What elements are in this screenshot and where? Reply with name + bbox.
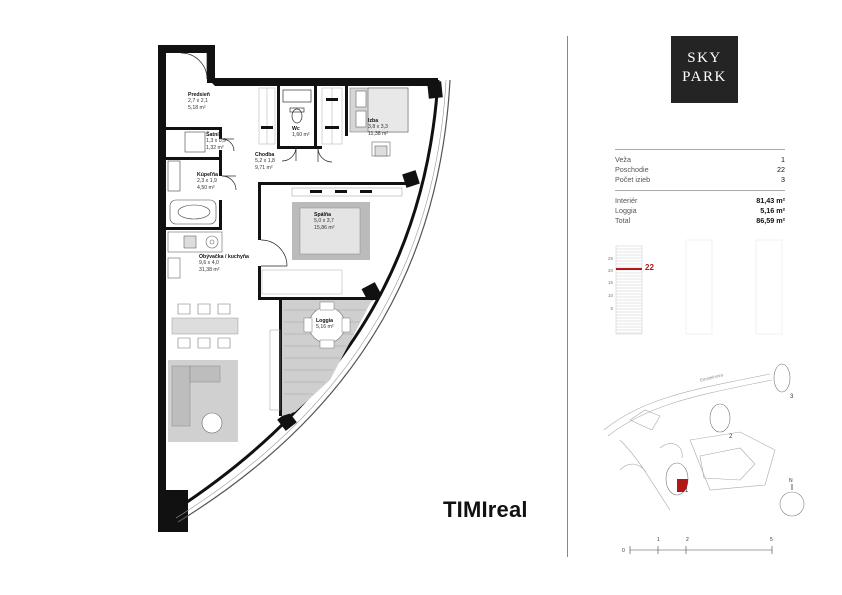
- dining-set: [171, 303, 239, 349]
- highlight-tower-unit: [677, 479, 689, 492]
- towers-footprints: [665, 363, 791, 496]
- scale-tick-5: 5: [770, 537, 773, 543]
- tower-axis-tick: 5: [610, 306, 613, 311]
- kitchen-fixtures: [167, 231, 223, 279]
- bathroom-fixtures: [167, 131, 217, 225]
- tower-label-3: 3: [790, 394, 794, 400]
- facade-outer: [177, 79, 451, 523]
- izba-bed: [349, 87, 409, 157]
- tower-axis-tick: 25: [607, 256, 613, 261]
- tower-axis-tick: 15: [607, 280, 613, 285]
- facade-glass: [175, 79, 447, 519]
- rule-middle: [615, 190, 785, 191]
- tower-1: [615, 245, 643, 335]
- living-set: [168, 329, 281, 442]
- scale-tick-0: 0: [622, 548, 625, 554]
- interior-walls: [166, 86, 408, 416]
- tower-axis-tick: 10: [607, 293, 613, 298]
- north-label: N: [789, 478, 793, 484]
- outer-walls: [158, 45, 438, 532]
- skypark-logo: SKY PARK: [671, 36, 738, 103]
- highlight-floor-label: 22: [645, 263, 654, 272]
- tower-3: [755, 239, 783, 335]
- wardrobes: [258, 87, 343, 295]
- loggia: [282, 300, 372, 416]
- divider: [567, 36, 568, 557]
- wardrobe-hangers: [261, 98, 339, 129]
- scale-tick-2: 2: [686, 537, 689, 543]
- brand-logo-text: TIMIreal: [443, 497, 528, 522]
- scale-tick-1: 1: [657, 537, 660, 543]
- tower-label-1: 1: [685, 488, 689, 494]
- spalna-bed: [291, 187, 403, 260]
- doors: [180, 52, 333, 267]
- highlight-floor-bar: [616, 268, 642, 270]
- rule-top: [615, 149, 785, 150]
- tower-axis-tick: 20: [607, 268, 613, 273]
- site-map: [603, 363, 805, 517]
- tower-2: [685, 239, 713, 335]
- wc-fixtures: [282, 89, 312, 124]
- tower-diagram: [615, 239, 783, 335]
- scale-bar: [629, 546, 773, 554]
- facade-inner: [171, 79, 440, 514]
- tower-label-2: 2: [729, 434, 733, 440]
- floor-plan: [158, 45, 451, 532]
